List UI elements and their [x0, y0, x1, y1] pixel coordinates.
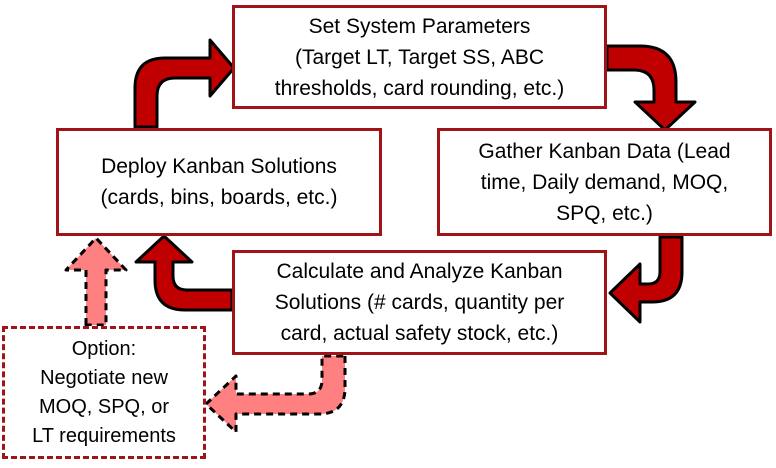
arrow-set-to-gather [605, 44, 697, 132]
arrow-gather-to-calc [608, 235, 684, 324]
box-line: LT requirements [32, 424, 176, 447]
box-line: Option: [71, 337, 137, 360]
box-gather-kanban-data: Gather Kanban Data (Lead time, Daily dem… [437, 128, 772, 236]
box-line: SPQ, etc.) [556, 201, 653, 225]
arrow-option-to-deploy [64, 236, 128, 327]
box-line: Solutions (# cards, quantity per [274, 291, 565, 314]
arrow-calc-to-deploy [134, 234, 234, 312]
box-line: card, actual safety stock, etc.) [280, 322, 559, 345]
arrow-calc-to-option [204, 354, 347, 434]
arrow-deploy-to-set [133, 38, 236, 129]
box-line: Negotiate new [40, 366, 168, 389]
box-set-system-parameters: Set System Parameters (Target LT, Target… [232, 5, 607, 109]
box-line: Deploy Kanban Solutions [101, 155, 337, 178]
box-line: time, Daily demand, MOQ, [480, 170, 729, 194]
box-line: Set System Parameters [308, 14, 531, 38]
box-deploy-kanban-solutions: Deploy Kanban Solutions (cards, bins, bo… [56, 128, 382, 236]
box-calculate-analyze: Calculate and Analyze Kanban Solutions (… [232, 250, 607, 355]
box-line: thresholds, card rounding, etc.) [274, 76, 565, 100]
box-option-negotiate: Option: Negotiate new MOQ, SPQ, or LT re… [2, 326, 206, 459]
box-line: Calculate and Analyze Kanban [276, 260, 563, 283]
box-line: (Target LT, Target SS, ABC [294, 45, 544, 69]
box-line: (cards, bins, boards, etc.) [100, 186, 338, 209]
box-line: Gather Kanban Data (Lead [478, 139, 731, 163]
box-line: MOQ, SPQ, or [38, 395, 170, 418]
